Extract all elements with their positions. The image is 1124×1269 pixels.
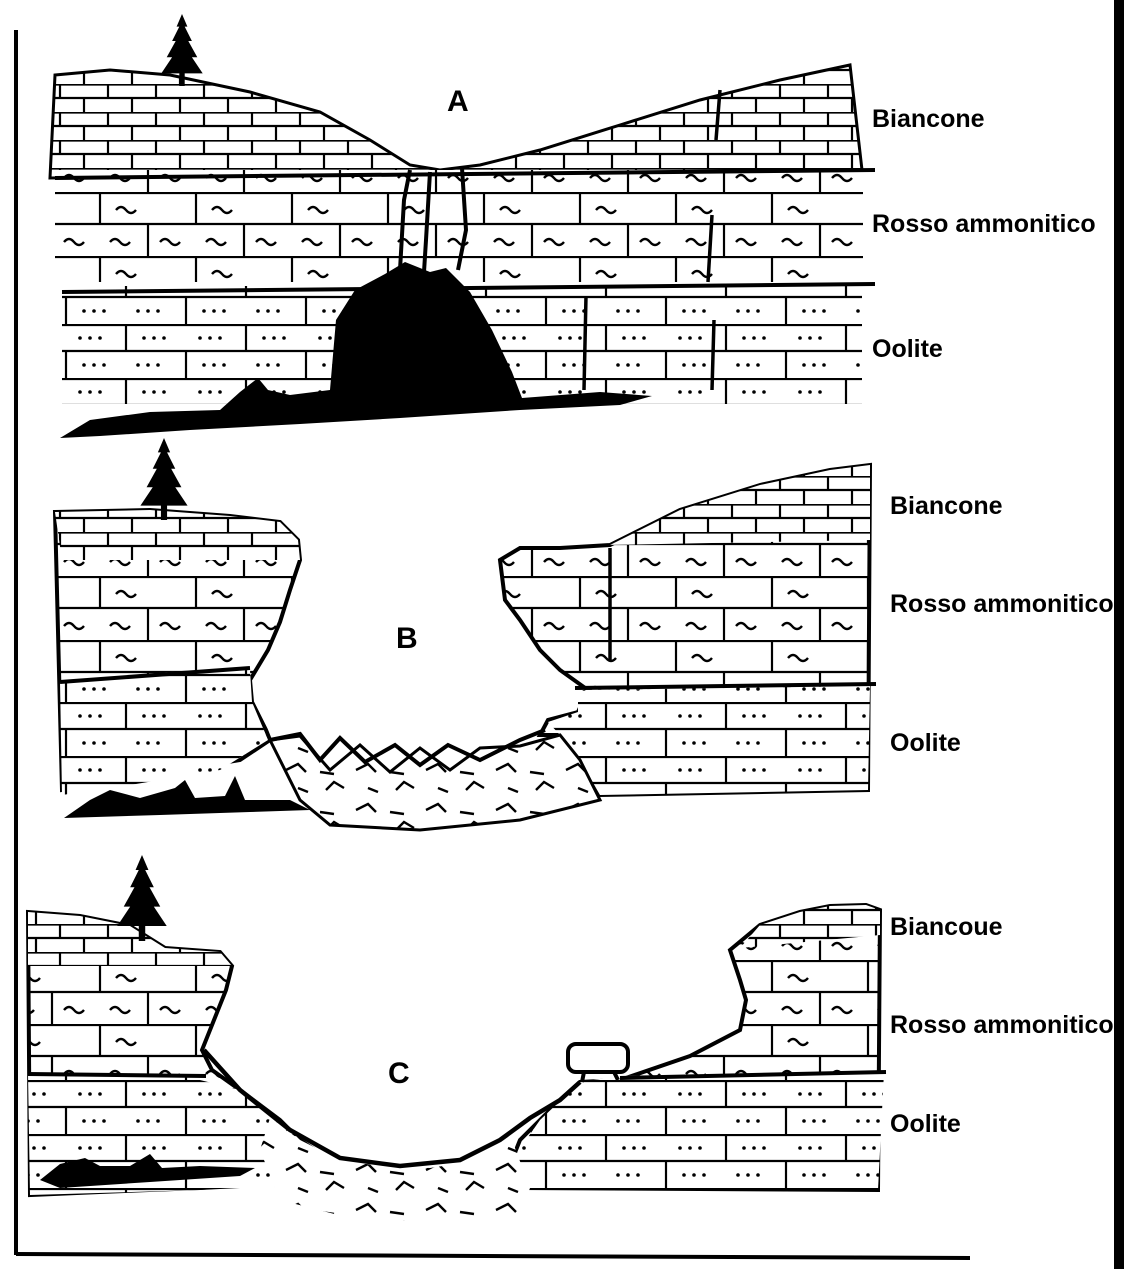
- panel-b-rosso-label: Rosso ammonitico: [890, 590, 1114, 618]
- panel-c-biancone-label: Biancoue: [890, 913, 1003, 941]
- panel-a-biancone-layer: [50, 65, 862, 178]
- panel-b-oolite-label: Oolite: [890, 729, 961, 757]
- panel-a: [50, 14, 875, 438]
- panel-b-rubble: [270, 735, 600, 830]
- panel-c-letter: C: [388, 1057, 410, 1090]
- panel-a-letter: A: [447, 85, 469, 118]
- panel-b-letter: B: [396, 622, 418, 655]
- panel-a-rosso-label: Rosso ammonitico: [872, 210, 1096, 238]
- panel-c-rosso-label: Rosso ammonitico: [890, 1011, 1114, 1039]
- panel-c-boulder: [568, 1044, 628, 1072]
- panel-c-oolite-label: Oolite: [890, 1110, 961, 1138]
- panel-b: [55, 438, 876, 830]
- panel-a-biancone-label: Biancone: [872, 105, 985, 133]
- panel-a-oolite-label: Oolite: [872, 335, 943, 363]
- right-edge-bar: [1114, 0, 1124, 1269]
- panel-c: [28, 855, 886, 1222]
- bottom-frame-line: [16, 1254, 970, 1258]
- panel-b-biancone-label: Biancone: [890, 492, 1003, 520]
- tree-icon: [140, 438, 187, 520]
